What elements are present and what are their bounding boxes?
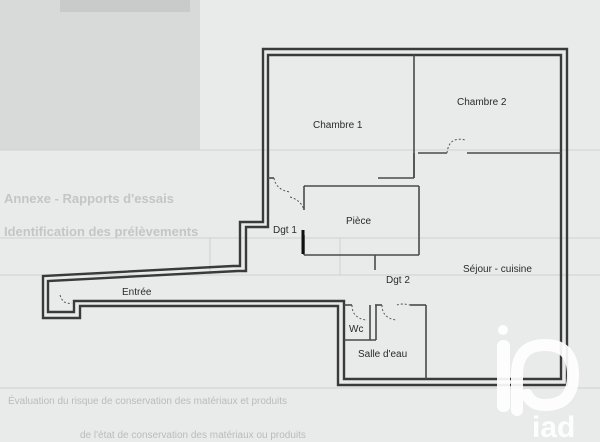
label-piece: Pièce bbox=[346, 216, 371, 227]
label-chambre2: Chambre 2 bbox=[457, 97, 507, 108]
label-entree: Entrée bbox=[122, 287, 152, 298]
door-entree bbox=[59, 294, 73, 304]
ghost-heading-annexe: Annexe - Rapports d'essais bbox=[4, 191, 174, 206]
exterior-walls bbox=[41, 47, 569, 387]
door-dgt1 bbox=[289, 196, 305, 211]
label-chambre1: Chambre 1 bbox=[313, 120, 363, 131]
scan-shadow-strip bbox=[60, 0, 190, 12]
label-dgt1: Dgt 1 bbox=[273, 225, 297, 236]
ghost-heading-bottom: de l'état de conservation des matériaux … bbox=[80, 430, 306, 441]
ghost-heading-identification: Identification des prélèvements bbox=[4, 224, 198, 239]
ghost-heading-evaluation: Évaluation du risque de conservation des… bbox=[8, 394, 287, 407]
door-salle bbox=[381, 304, 397, 321]
door-wc bbox=[351, 304, 367, 321]
scan-shadow-block bbox=[0, 0, 200, 150]
label-dgt2: Dgt 2 bbox=[386, 275, 410, 286]
label-sejour: Séjour - cuisine bbox=[463, 264, 532, 275]
logo-wordmark: iad bbox=[532, 411, 575, 442]
label-salle: Salle d'eau bbox=[358, 349, 407, 360]
logo-loop bbox=[511, 338, 580, 416]
logo-dot bbox=[498, 325, 508, 335]
interior-walls bbox=[268, 55, 561, 379]
room-labels: Chambre 1 Chambre 2 Pièce Dgt 1 Entrée D… bbox=[122, 97, 532, 360]
door-chambre2 bbox=[446, 138, 466, 154]
door-swings bbox=[59, 138, 466, 321]
iad-logo: iad bbox=[497, 325, 580, 442]
label-wc: Wc bbox=[349, 324, 363, 335]
door-chambre1 bbox=[273, 177, 291, 193]
logo-bar bbox=[497, 340, 510, 412]
